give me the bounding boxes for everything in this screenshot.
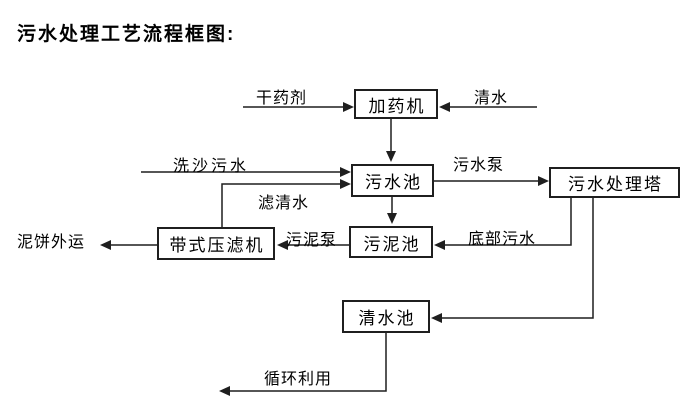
page-title: 污水处理工艺流程框图:	[17, 24, 236, 45]
label-sewage-pump: 污水泵	[453, 157, 505, 174]
arrow-sewage-to-sludge	[387, 197, 397, 224]
label-mud-cake-out: 泥饼外运	[17, 234, 86, 251]
arrow-recycle-use	[219, 333, 387, 396]
node-treatment-tower: 污水处理塔	[549, 167, 680, 198]
node-belt-filter-press: 带式压滤机	[157, 227, 275, 260]
node-dosing-machine: 加药机	[354, 89, 438, 119]
label-sand-washing-sewage: 洗沙污水	[173, 158, 250, 175]
label-filtered-water: 滤清水	[258, 195, 310, 212]
label-recycle-use: 循环利用	[264, 371, 333, 388]
label-sludge-pump: 污泥泵	[286, 232, 338, 249]
arrow-filtered-water	[221, 179, 351, 227]
node-sludge-pool: 污泥池	[349, 226, 433, 258]
arrow-tower-to-clear-pool	[431, 198, 594, 323]
node-sewage-pool: 污水池	[351, 164, 434, 197]
arrow-sewage-pump	[434, 176, 549, 186]
label-dry-chemical: 干药剂	[256, 90, 308, 107]
arrow-bottom-sewage	[434, 198, 572, 250]
label-bottom-sewage: 底部污水	[468, 231, 537, 248]
arrow-sand-washing-sewage	[141, 167, 351, 177]
arrow-dry-chemical	[243, 102, 354, 112]
node-clear-water-pool: 清水池	[342, 300, 430, 333]
arrow-mud-cake-out	[100, 240, 157, 250]
arrow-dosing-to-sewage	[386, 119, 396, 162]
arrow-clear-water	[439, 102, 537, 112]
label-clear-water: 清水	[474, 90, 509, 107]
arrow-sludge-pump	[277, 240, 349, 250]
